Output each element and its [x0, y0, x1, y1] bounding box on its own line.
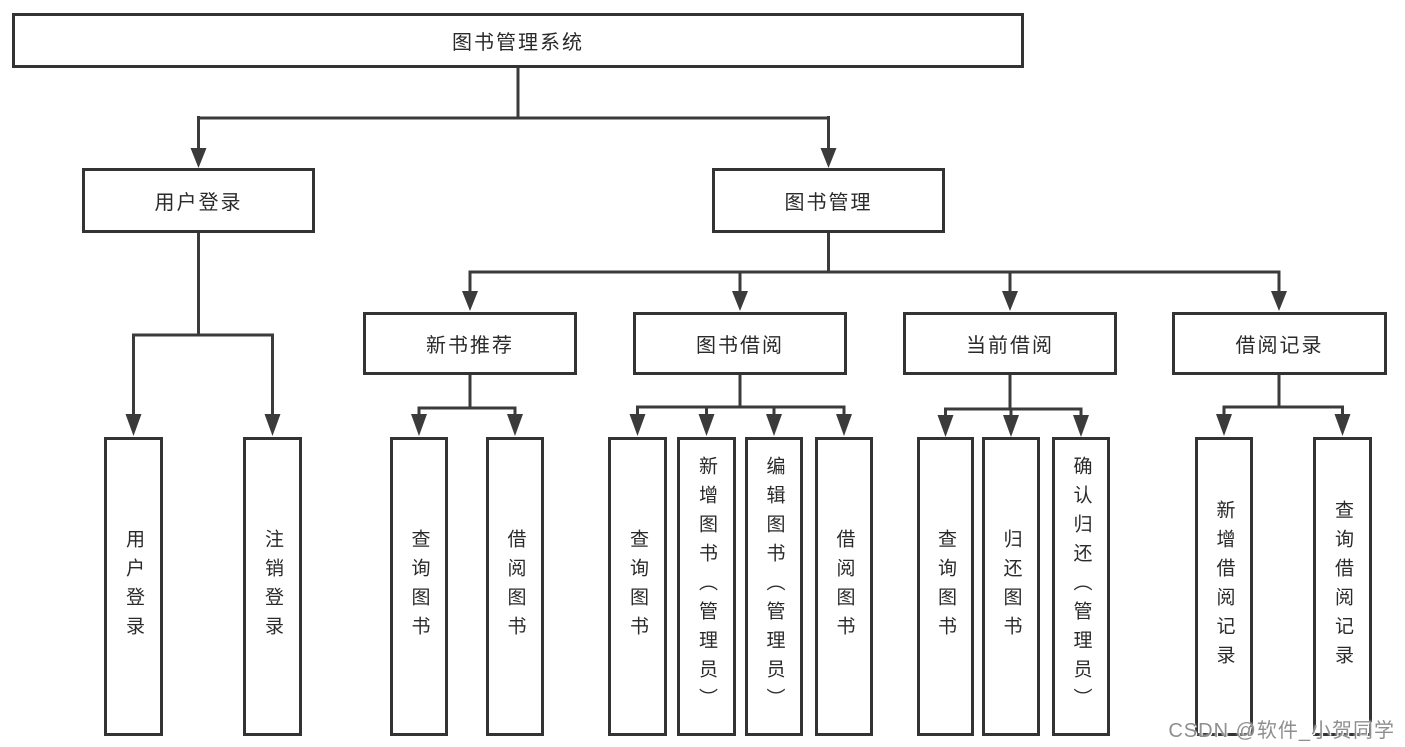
node-user-login-branch: 用户登录: [82, 168, 315, 233]
node-borrow-records: 借阅记录: [1172, 312, 1387, 375]
leaf-nbr-borrow-books: 借阅图书: [486, 437, 544, 736]
node-root: 图书管理系统: [12, 13, 1024, 68]
node-book-management-branch: 图书管理: [712, 168, 945, 233]
leaf-bb-borrow-books: 借阅图书: [815, 437, 873, 736]
node-current-borrow: 当前借阅: [903, 312, 1117, 375]
leaf-cb-query-books: 查询图书: [917, 437, 974, 736]
leaf-br-query-record: 查询借阅记录: [1313, 437, 1372, 736]
leaf-nbr-query-books: 查询图书: [390, 437, 448, 736]
leaf-bb-edit-books-admin: 编辑图书（管理员）: [745, 437, 803, 736]
leaf-bb-query-books: 查询图书: [608, 437, 667, 736]
csdn-watermark: CSDN @软件_小贺同学: [1168, 720, 1395, 742]
node-new-book-recommend: 新书推荐: [363, 312, 577, 375]
leaf-br-add-record: 新增借阅记录: [1195, 437, 1253, 736]
leaf-user-login: 用户登录: [104, 437, 163, 736]
leaf-cb-confirm-return-admin: 确认归还（管理员）: [1052, 437, 1110, 736]
node-book-borrow: 图书借阅: [633, 312, 847, 375]
leaf-cb-return-books: 归还图书: [982, 437, 1040, 736]
leaf-logout: 注销登录: [243, 437, 302, 736]
leaf-bb-add-books-admin: 新增图书（管理员）: [677, 437, 736, 736]
